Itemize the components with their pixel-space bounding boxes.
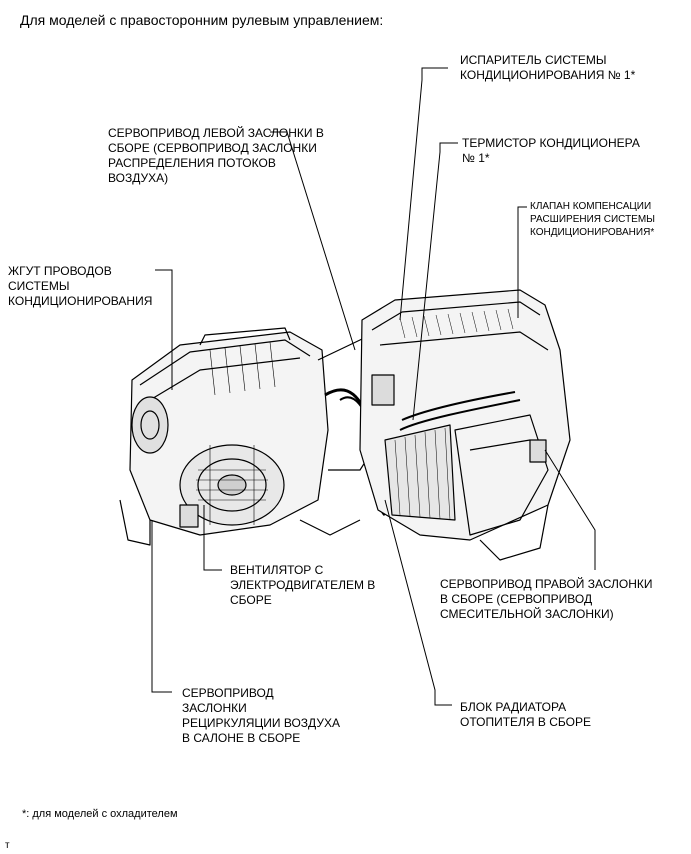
label-right-damper-servo: СЕРВОПРИВОД ПРАВОЙ ЗАСЛОНКИ В СБОРЕ (СЕР… bbox=[440, 577, 653, 621]
label-blower-motor: ВЕНТИЛЯТОР С ЭЛЕКТРОДВИГАТЕЛЕМ В СБОРЕ bbox=[230, 563, 376, 607]
label-expansion-valve: КЛАПАН КОМПЕНСАЦИИ РАСШИРЕНИЯ СИСТЕМЫ КО… bbox=[530, 201, 656, 238]
label-heater-core: БЛОК РАДИАТОРА ОТОПИТЕЛЯ В СБОРЕ bbox=[460, 700, 592, 729]
label-thermistor: ТЕРМИСТОР КОНДИЦИОНЕРА № 1* bbox=[462, 136, 640, 165]
label-evaporator: ИСПАРИТЕЛЬ СИСТЕМЫ КОНДИЦИОНИРОВАНИЯ № 1… bbox=[460, 53, 636, 82]
label-recirculation-damper-servo: СЕРВОПРИВОД ЗАСЛОНКИ РЕЦИРКУЛЯЦИИ ВОЗДУХ… bbox=[182, 686, 340, 745]
corner-mark: т bbox=[5, 840, 10, 851]
page-heading: Для моделей с правосторонним рулевым упр… bbox=[20, 12, 384, 28]
label-wiring-harness: ЖГУТ ПРОВОДОВ СИСТЕМЫ КОНДИЦИОНИРОВАНИЯ bbox=[8, 264, 153, 308]
footnote: *: для моделей с охладителем bbox=[22, 808, 178, 820]
label-left-damper-servo: СЕРВОПРИВОД ЛЕВОЙ ЗАСЛОНКИ В СБОРЕ (СЕРВ… bbox=[108, 126, 324, 185]
